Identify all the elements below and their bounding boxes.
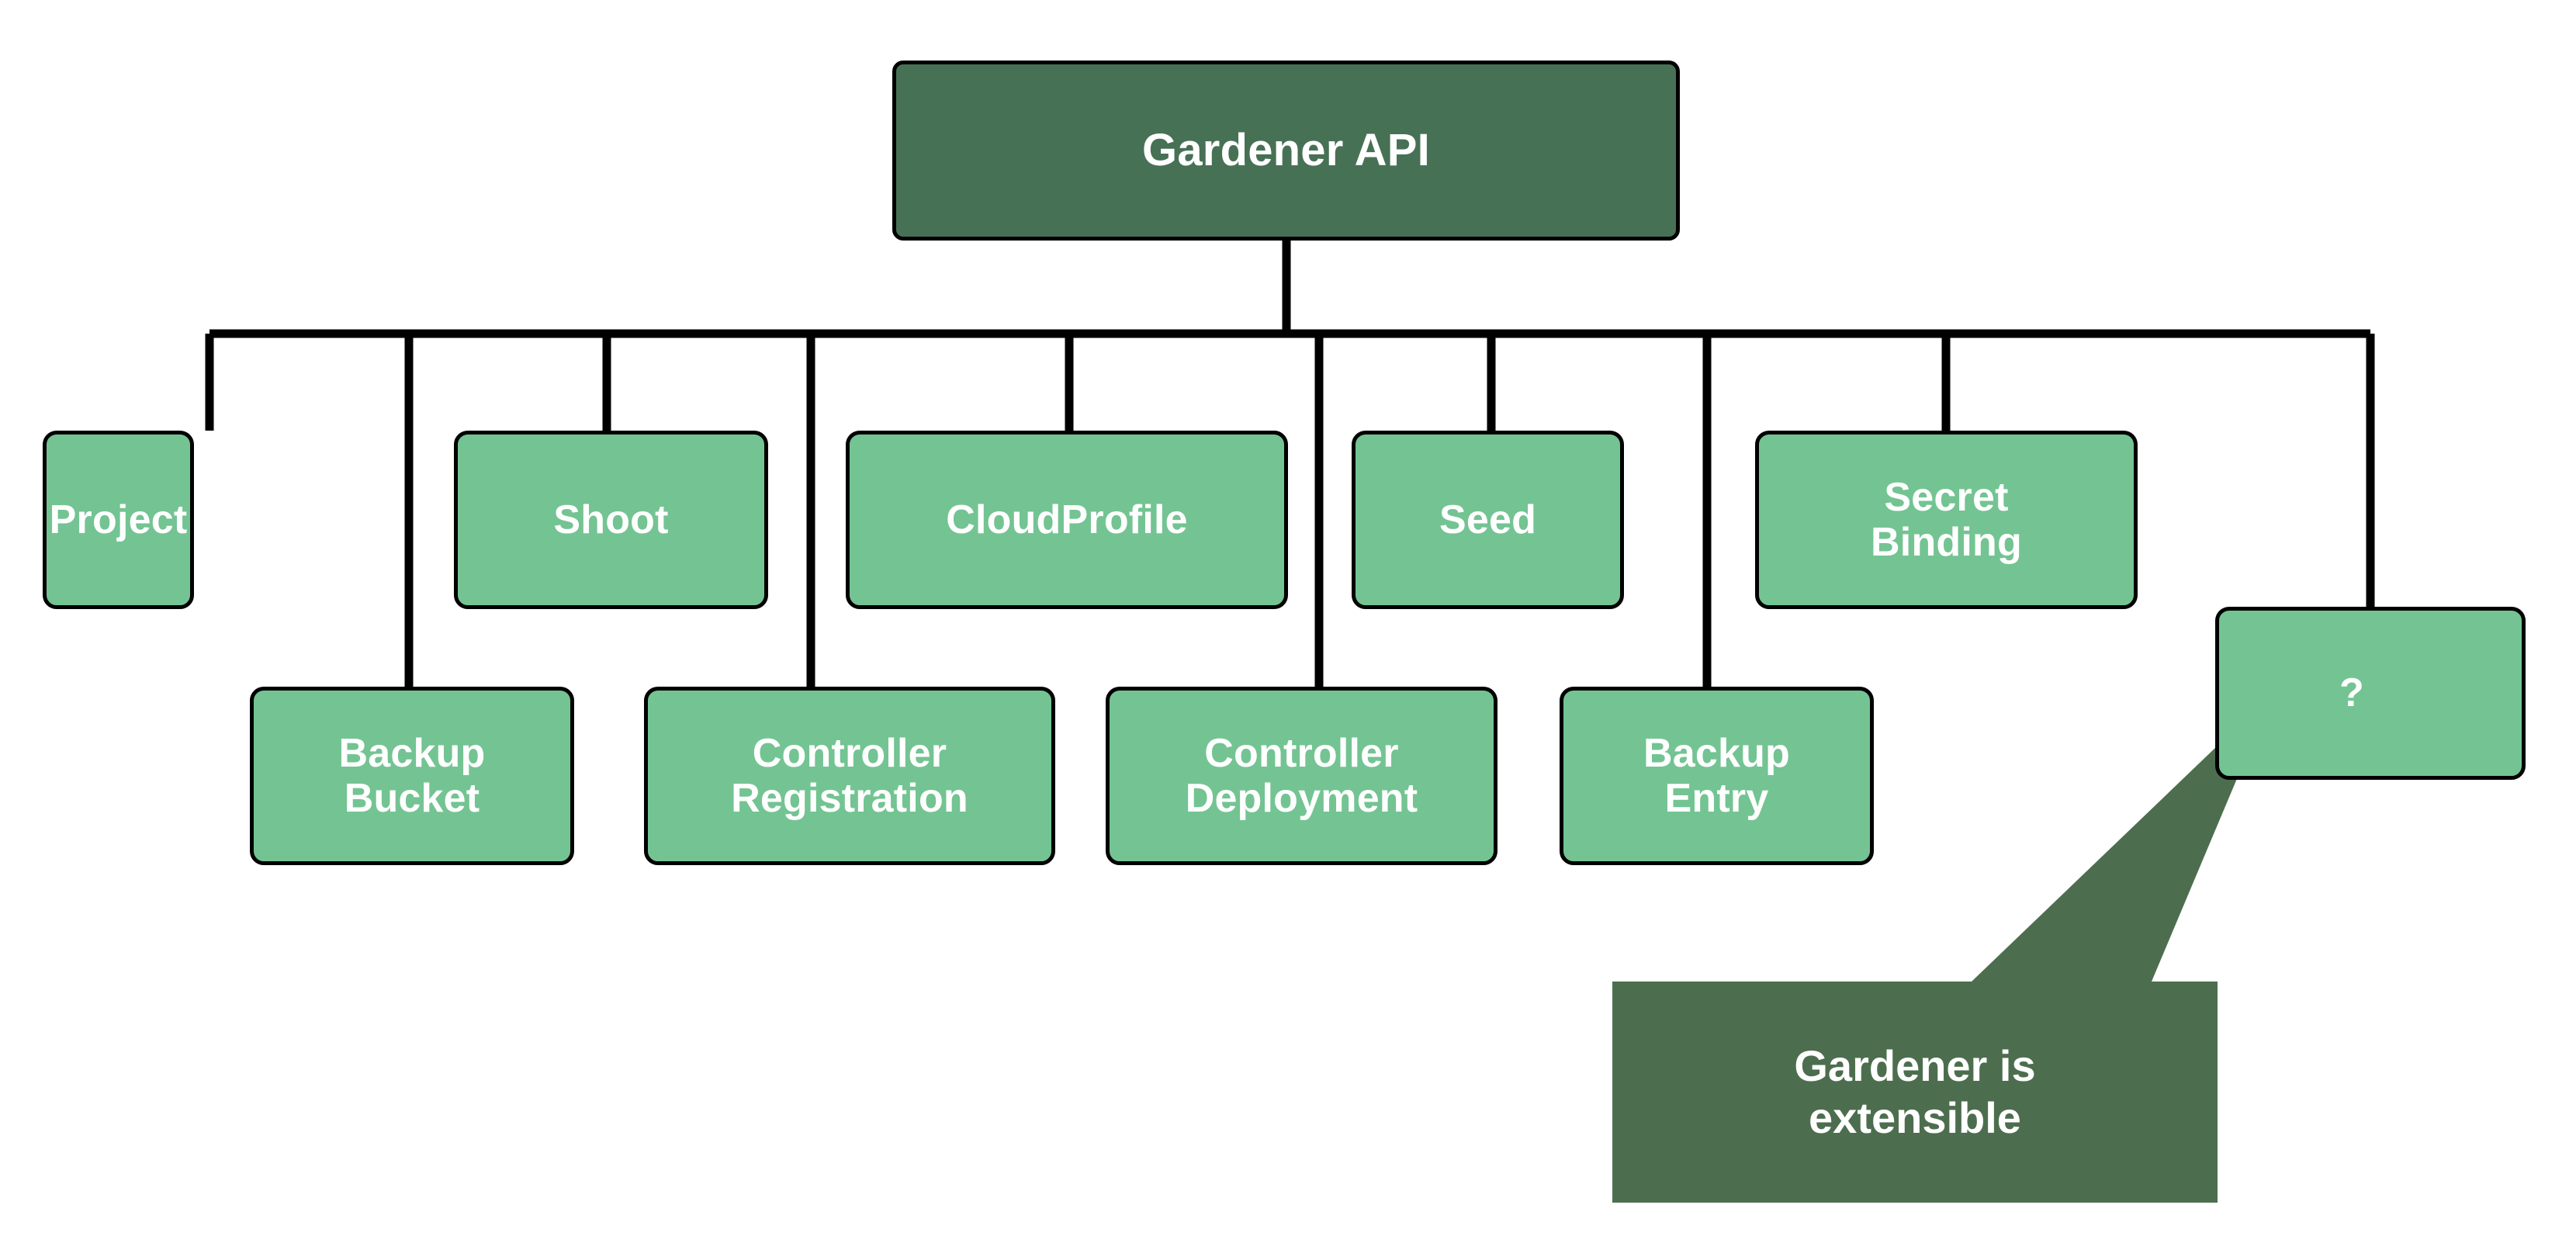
callout-label: Gardener is extensible xyxy=(1794,1041,2036,1142)
extension-placeholder-node[interactable]: ? xyxy=(2215,607,2526,780)
gardener-api-node-label: Gardener API xyxy=(1142,124,1430,175)
controllerdeployment-node[interactable]: Controller Deployment xyxy=(1106,687,1497,865)
backupentry-node-label: Backup Entry xyxy=(1643,730,1791,821)
gardener-api-node[interactable]: Gardener API xyxy=(892,61,1680,241)
backupbucket-node[interactable]: Backup Bucket xyxy=(250,687,574,865)
backupentry-node[interactable]: Backup Entry xyxy=(1560,687,1874,865)
controllerdeployment-node-label: Controller Deployment xyxy=(1185,730,1418,821)
secretbinding-node[interactable]: Secret Binding xyxy=(1755,431,2138,609)
backupbucket-node-label: Backup Bucket xyxy=(338,730,486,821)
seed-node-label: Seed xyxy=(1439,497,1537,542)
project-node[interactable]: Project xyxy=(43,431,194,609)
shoot-node-label: Shoot xyxy=(553,497,669,542)
project-node-label: Project xyxy=(49,497,188,542)
controllerregistration-node-label: Controller Registration xyxy=(731,730,968,821)
controllerregistration-node[interactable]: Controller Registration xyxy=(644,687,1055,865)
cloudprofile-node-label: CloudProfile xyxy=(946,497,1188,542)
secretbinding-node-label: Secret Binding xyxy=(1871,474,2022,565)
cloudprofile-node[interactable]: CloudProfile xyxy=(846,431,1288,609)
seed-node[interactable]: Seed xyxy=(1352,431,1624,609)
callout-pointer xyxy=(1972,692,2273,982)
shoot-node[interactable]: Shoot xyxy=(454,431,768,609)
extension-placeholder-node-label: ? xyxy=(2339,670,2364,716)
gardener-extensible-callout: Gardener is extensible xyxy=(1612,982,2218,1203)
